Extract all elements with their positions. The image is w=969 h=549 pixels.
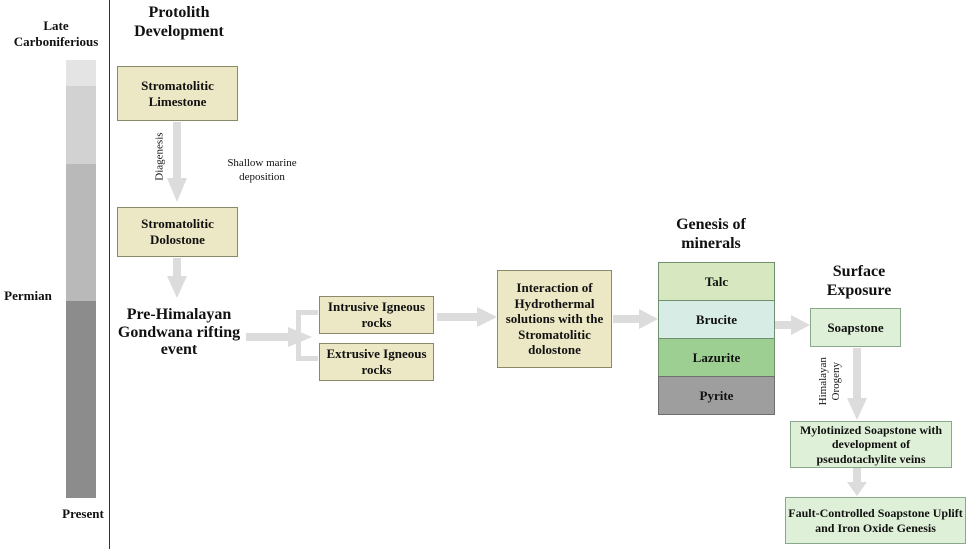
shallow-marine-text: Shallow marine deposition bbox=[227, 157, 297, 183]
late-carboniferous-text: Late Carboniferious bbox=[13, 18, 99, 49]
heading-genesis-text: Genesis of minerals bbox=[676, 216, 746, 253]
mineral-talc: Talc bbox=[658, 262, 775, 301]
mineral-brucite: Brucite bbox=[658, 300, 775, 339]
arrow-dolostone-rifting bbox=[173, 258, 181, 278]
present-text: Present bbox=[62, 506, 104, 521]
extrusive-igneous-text: Extrusive Igneous rocks bbox=[326, 346, 427, 377]
mineral-talc-text: Talc bbox=[704, 273, 729, 289]
heading-protolith: Protolith Development bbox=[120, 3, 238, 41]
stromatolitic-limestone-text: Stromatolitic Limestone bbox=[141, 77, 214, 109]
stromatolitic-dolostone-text: Stromatolitic Dolostone bbox=[141, 216, 214, 247]
timeline-segment-1 bbox=[66, 60, 96, 86]
box-soapstone: Soapstone bbox=[810, 308, 901, 347]
label-permian: Permian bbox=[0, 288, 56, 304]
time-axis-line bbox=[109, 0, 110, 549]
mylotinized-text: Mylotinized Soapstone with development o… bbox=[799, 422, 942, 466]
mineral-pyrite: Pyrite bbox=[658, 376, 775, 415]
annotation-diagenesis: Diagenesis bbox=[153, 127, 166, 187]
box-fault-controlled: Fault-Controlled Soapstone Uplift and Ir… bbox=[785, 497, 966, 544]
arrow-soapstone-mylotinized bbox=[853, 348, 861, 400]
heading-surface-text: Surface Exposure bbox=[826, 263, 892, 300]
mineral-lazurite-text: Lazurite bbox=[692, 349, 741, 365]
box-intrusive-igneous: Intrusive Igneous rocks bbox=[319, 296, 434, 334]
himalayan-orogeny-text: Himalayan Orogeny bbox=[816, 357, 842, 406]
box-extrusive-igneous: Extrusive Igneous rocks bbox=[319, 343, 434, 381]
heading-genesis: Genesis of minerals bbox=[652, 215, 770, 253]
annotation-himalayan-orogeny: Himalayan Orogeny bbox=[817, 351, 843, 411]
arrow-interaction-minerals bbox=[613, 315, 641, 323]
box-stromatolitic-dolostone: Stromatolitic Dolostone bbox=[117, 207, 238, 257]
heading-protolith-text: Protolith Development bbox=[134, 4, 224, 41]
timeline-segment-2 bbox=[66, 86, 96, 164]
box-stromatolitic-limestone: Stromatolitic Limestone bbox=[117, 66, 238, 121]
arrow-igneous-interaction bbox=[437, 313, 479, 321]
fault-controlled-text: Fault-Controlled Soapstone Uplift and Ir… bbox=[788, 506, 963, 535]
diagenesis-text: Diagenesis bbox=[153, 132, 166, 181]
arrow-rifting-branch bbox=[246, 333, 290, 341]
timeline-segment-3 bbox=[66, 164, 96, 301]
mineral-lazurite: Lazurite bbox=[658, 338, 775, 377]
mineral-pyrite-text: Pyrite bbox=[699, 387, 734, 403]
heading-surface: Surface Exposure bbox=[800, 262, 918, 300]
box-interaction: Interaction of Hydrothermal solutions wi… bbox=[497, 270, 612, 368]
timeline-segment-4 bbox=[66, 301, 96, 498]
label-present: Present bbox=[56, 506, 110, 522]
box-mylotinized: Mylotinized Soapstone with development o… bbox=[790, 421, 952, 468]
interaction-text: Interaction of Hydrothermal solutions wi… bbox=[505, 280, 604, 358]
rifting-event-text: Pre-Himalayan Gondwana rifting event bbox=[117, 306, 241, 359]
soapstone-text: Soapstone bbox=[827, 319, 884, 335]
arrow-mylotinized-fault bbox=[853, 468, 861, 484]
intrusive-igneous-text: Intrusive Igneous rocks bbox=[327, 299, 426, 330]
label-late-carboniferous: Late Carboniferious bbox=[4, 18, 108, 49]
annotation-shallow-marine: Shallow marine deposition bbox=[220, 157, 304, 185]
mineral-brucite-text: Brucite bbox=[695, 311, 738, 327]
rifting-event-label: Pre-Himalayan Gondwana rifting event bbox=[113, 306, 245, 359]
permian-text: Permian bbox=[4, 288, 52, 303]
arrow-limestone-dolostone bbox=[173, 122, 181, 180]
arrow-minerals-soapstone bbox=[775, 321, 793, 329]
